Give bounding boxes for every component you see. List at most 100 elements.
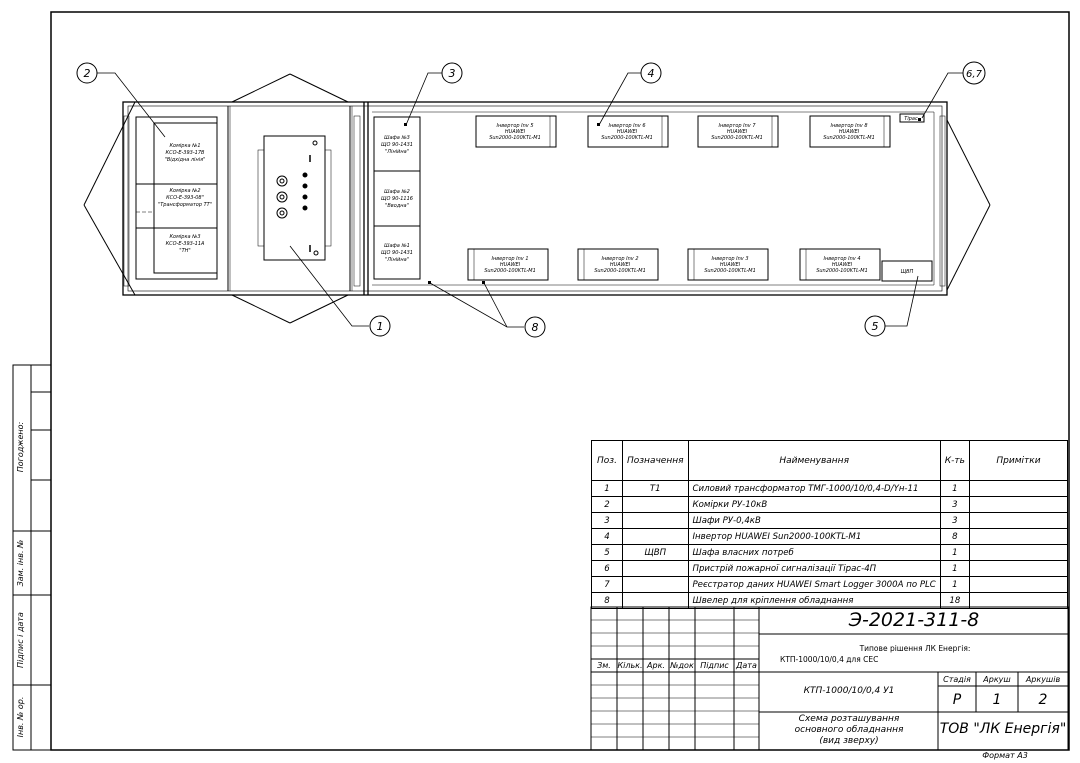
cabinet-3-code: ЩО 90-1431 [381, 142, 413, 148]
inverter-5-model: Sun2000-100KTL-M1 [489, 135, 541, 141]
inverter-4-brand: HUAWEI [832, 262, 853, 268]
rev-header-qty: Кільк. [617, 661, 643, 670]
cell-3-title: Комірка №3 [170, 234, 201, 240]
leader-lines [97, 72, 963, 328]
callouts [76, 61, 986, 338]
side-stamp [12, 364, 52, 751]
rev-header-sheet: Арк. [647, 661, 665, 670]
inverter-4-model: Sun2000-100KTL-M1 [816, 268, 868, 274]
row-pos: 6 [591, 560, 623, 577]
cabinet-1-code: ЩО 90-1431 [381, 250, 413, 256]
cell-3-code: КСО-Е-393-11А [166, 241, 205, 247]
rev-header-zm: Зм. [597, 661, 611, 670]
ktp-container [83, 73, 991, 324]
row-qty: 1 [939, 480, 970, 497]
row-name: Шафи РУ-0,4кВ [687, 512, 941, 529]
inverter-6-brand: HUAWEI [617, 129, 638, 135]
spec-header-row: Поз. Позначення Найменування К-ть Приміт… [591, 440, 1069, 481]
cell-3-desc: "ТН" [179, 248, 190, 254]
row-name: Реєстратор даних HUAWEI Smart Logger 300… [687, 576, 941, 593]
sheet-value: 1 [992, 692, 1002, 708]
sheet-label: Аркуш [983, 675, 1011, 684]
inverter-4-title: Інвертор Inv 4 [823, 256, 860, 262]
inverter-1-brand: HUAWEI [500, 262, 521, 268]
header-name: Найменування [687, 440, 941, 481]
row-name: Комірки РУ-10кВ [687, 496, 941, 513]
inverter-3-model: Sun2000-100KTL-M1 [704, 268, 756, 274]
header-notes: Примітки [968, 440, 1069, 481]
sheet-title-3: (вид зверху) [819, 736, 879, 746]
rev-header-date: Дата [736, 661, 757, 670]
sheet-title-1: Схема розташування [798, 714, 900, 724]
inverter-8-title: Інвертор Inv 8 [830, 123, 867, 129]
stage-label: Стадія [943, 675, 971, 684]
inverter-6-model: Sun2000-100KTL-M1 [601, 135, 653, 141]
cabinet-3-title: Шафа №3 [384, 135, 410, 141]
callout-1: 1 [377, 320, 384, 333]
callout-3: 3 [449, 67, 456, 80]
company-name: ТОВ "ЛК Енергія" [939, 721, 1067, 737]
cell-2-title: Комірка №2 [170, 188, 201, 194]
inverter-2-model: Sun2000-100KTL-M1 [594, 268, 646, 274]
sheet-title-2: основного обладнання [794, 725, 904, 735]
row-pos: 5 [591, 544, 623, 561]
row-name: Силовий трансформатор ТМГ-1000/10/0,4-D/… [687, 480, 941, 497]
callout-8: 8 [532, 321, 539, 334]
row-qty: 8 [939, 528, 970, 545]
object-name: КТП-1000/10/0,4 У1 [803, 686, 895, 696]
row-notes [968, 544, 1069, 561]
inverter-1-title: Інвертор Inv 1 [491, 256, 528, 262]
inverter-1-model: Sun2000-100KTL-M1 [484, 268, 536, 274]
specification-table: Поз. Позначення Найменування К-ть Приміт… [591, 440, 1069, 609]
row-qty: 1 [939, 576, 970, 593]
inverter-5-title: Інвертор Inv 5 [496, 123, 533, 129]
row-designation [622, 576, 689, 593]
row-qty: 18 [939, 592, 970, 609]
row-qty: 3 [939, 496, 970, 513]
row-pos: 4 [591, 528, 623, 545]
cabinet-2-code: ЩО 90-1116 [381, 196, 413, 202]
cabinet-3-desc: "Лінійна" [385, 149, 409, 155]
row-notes [968, 576, 1069, 593]
shchvp-label: ЩВП [901, 269, 914, 275]
project-line-2: КТП-1000/10/0,4 для СЕС [780, 655, 879, 664]
inverter-8-model: Sun2000-100KTL-M1 [823, 135, 875, 141]
row-pos: 3 [591, 512, 623, 529]
callout-6-7: 6,7 [966, 69, 983, 80]
table-row: 7 Реєстратор даних HUAWEI Smart Logger 30… [591, 576, 1069, 593]
callout-2: 2 [84, 67, 91, 80]
row-designation: Т1 [622, 480, 689, 497]
inverter-2-brand: HUAWEI [610, 262, 631, 268]
format-label: Формат А3 [982, 751, 1028, 760]
inverter-7-title: Інвертор Inv 7 [718, 123, 756, 129]
row-notes [968, 512, 1069, 529]
row-designation: ЩВП [622, 544, 689, 561]
cabinet-2-desc: "Вводна" [385, 203, 409, 209]
rev-header-doc: №док [670, 661, 694, 670]
cell-2-desc: "Трансформатор ТТ" [158, 202, 212, 208]
inverter-5-brand: HUAWEI [505, 129, 526, 135]
row-name: Швелер для кріплення обладнання [687, 592, 941, 609]
callout-5: 5 [872, 320, 879, 333]
tiras-label: Tipac [904, 116, 918, 122]
doc-number: Э-2021-311-8 [848, 609, 980, 631]
row-pos: 7 [591, 576, 623, 593]
row-notes [968, 592, 1069, 609]
cell-2-code: КСО-Е-393-08" [166, 195, 204, 201]
cabinet-1-title: Шафа №1 [384, 243, 410, 249]
row-pos: 8 [591, 592, 623, 609]
sheets-label: Аркушів [1025, 675, 1061, 684]
inverter-2-title: Інвертор Inv 2 [601, 256, 638, 262]
row-name: Шафа власних потреб [687, 544, 941, 561]
stamp-sign-date: Підпис і дата [16, 612, 25, 668]
header-designation: Позначення [622, 440, 689, 481]
inverter-6-title: Інвертор Inv 6 [608, 123, 645, 129]
cell-1-code: КСО-Е-393-17В [166, 150, 205, 156]
row-qty: 3 [939, 512, 970, 529]
sheets-value: 2 [1038, 692, 1048, 708]
